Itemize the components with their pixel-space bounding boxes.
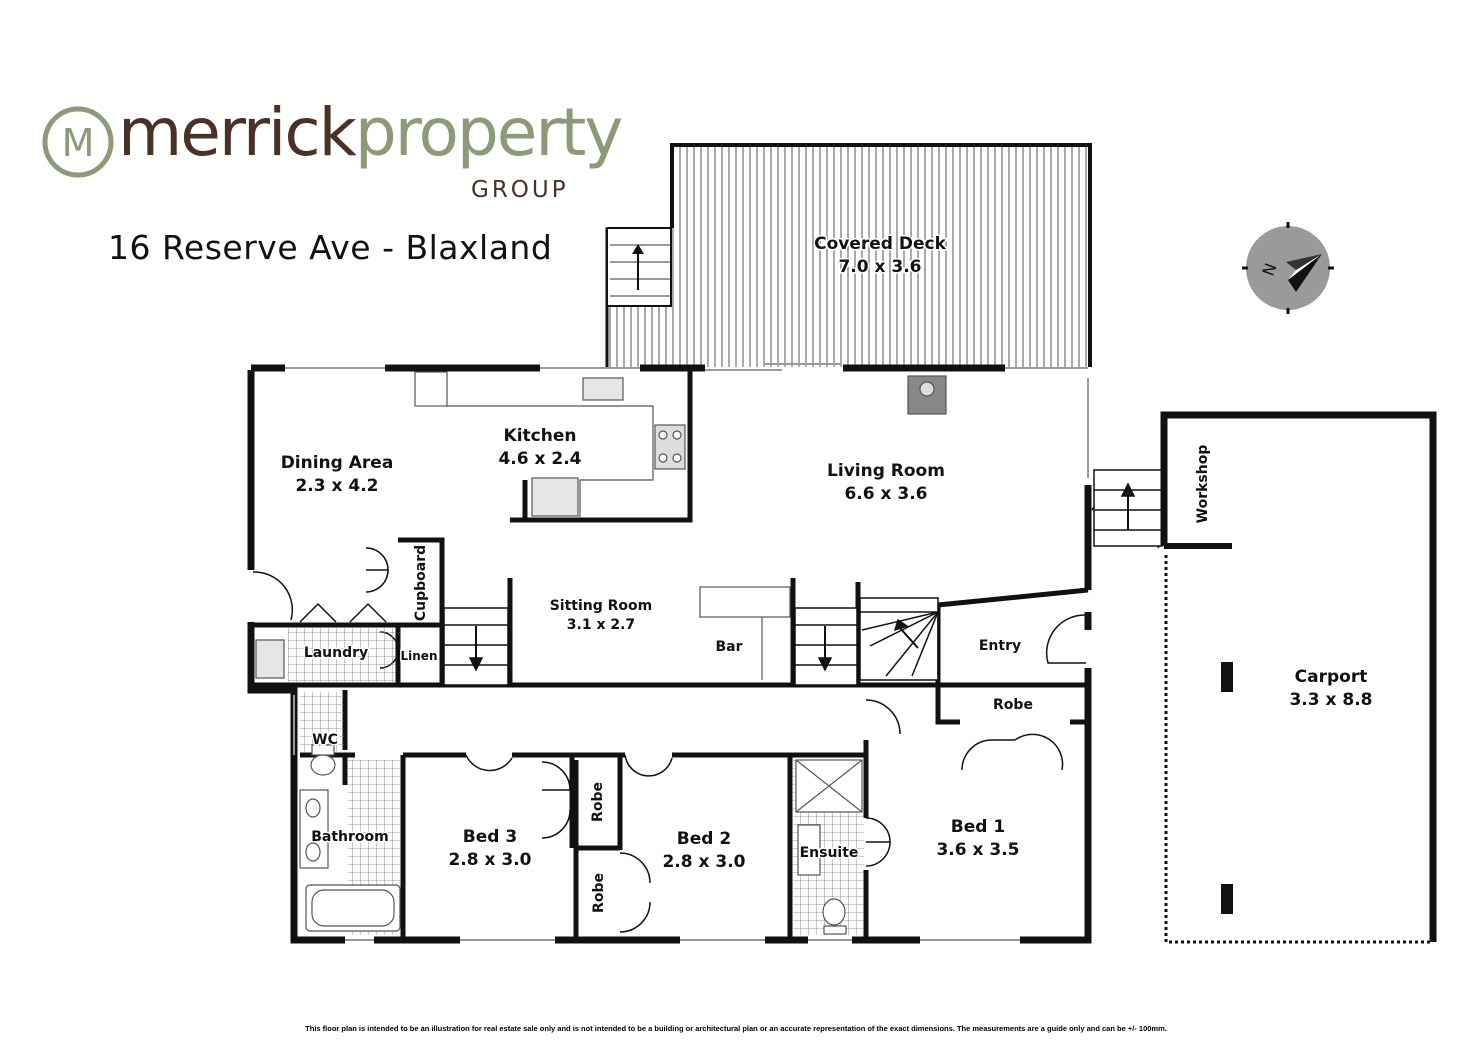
logo-subtitle: GROUP — [471, 177, 569, 203]
label-bed3: Bed 3 — [463, 827, 517, 847]
logo-word-property: property — [354, 94, 624, 171]
disclaimer-text: This floor plan is intended to be an ill… — [305, 1024, 1167, 1033]
label-kitchen: Kitchen — [504, 426, 577, 446]
bathroom-fixtures — [299, 744, 863, 935]
size-covered-deck: 7.0 x 3.6 — [838, 257, 921, 277]
size-sitting: 3.1 x 2.7 — [567, 617, 635, 633]
label-covered-deck: Covered Deck — [814, 234, 946, 254]
label-dining: Dining Area — [281, 453, 394, 473]
logo-monogram: M — [42, 106, 114, 178]
label-laundry: Laundry — [304, 645, 368, 661]
covered-deck — [605, 143, 1092, 367]
size-carport: 3.3 x 8.8 — [1289, 690, 1372, 710]
kitchen-fixtures — [255, 371, 947, 680]
room-labels: Covered Deck 7.0 x 3.6 Kitchen 4.6 x 2.4… — [279, 233, 1374, 915]
stairs-entry — [859, 597, 939, 681]
stairs-side — [1093, 469, 1163, 547]
windows — [285, 363, 1089, 941]
size-bed3: 2.8 x 3.0 — [448, 850, 531, 870]
label-sitting: Sitting Room — [550, 598, 653, 614]
label-bed1: Bed 1 — [951, 817, 1005, 837]
size-bed2: 2.8 x 3.0 — [662, 852, 745, 872]
size-dining: 2.3 x 4.2 — [295, 476, 378, 496]
label-living: Living Room — [827, 461, 945, 481]
label-bathroom: Bathroom — [311, 829, 389, 845]
label-ensuite: Ensuite — [800, 845, 859, 861]
carport — [1160, 411, 1437, 944]
label-carport: Carport — [1295, 667, 1368, 687]
label-entry: Entry — [979, 638, 1021, 654]
size-bed1: 3.6 x 3.5 — [936, 840, 1019, 860]
stairs-bar — [794, 607, 858, 686]
exterior-walls — [247, 364, 1092, 944]
label-robe-b: Robe — [591, 873, 607, 913]
interior-walls — [251, 370, 1089, 940]
label-robe-a: Robe — [590, 782, 606, 822]
size-kitchen: 4.6 x 2.4 — [498, 449, 581, 469]
logo-word-merrick: merrick — [118, 94, 357, 171]
label-linen: Linen — [401, 649, 438, 663]
property-address: 16 Reserve Ave - Blaxland — [108, 228, 553, 267]
svg-text:M: M — [62, 121, 95, 165]
compass-icon: N — [1242, 222, 1334, 314]
stairs-laundry — [443, 607, 509, 686]
label-cupboard: Cupboard — [413, 545, 429, 621]
logo-wordmark: merrickproperty — [118, 100, 623, 166]
label-robe-bed1: Robe — [993, 697, 1033, 713]
label-bed2: Bed 2 — [677, 829, 731, 849]
label-bar: Bar — [715, 639, 742, 655]
label-wc: WC — [312, 732, 338, 748]
size-living: 6.6 x 3.6 — [844, 484, 927, 504]
label-workshop: Workshop — [1195, 445, 1211, 524]
